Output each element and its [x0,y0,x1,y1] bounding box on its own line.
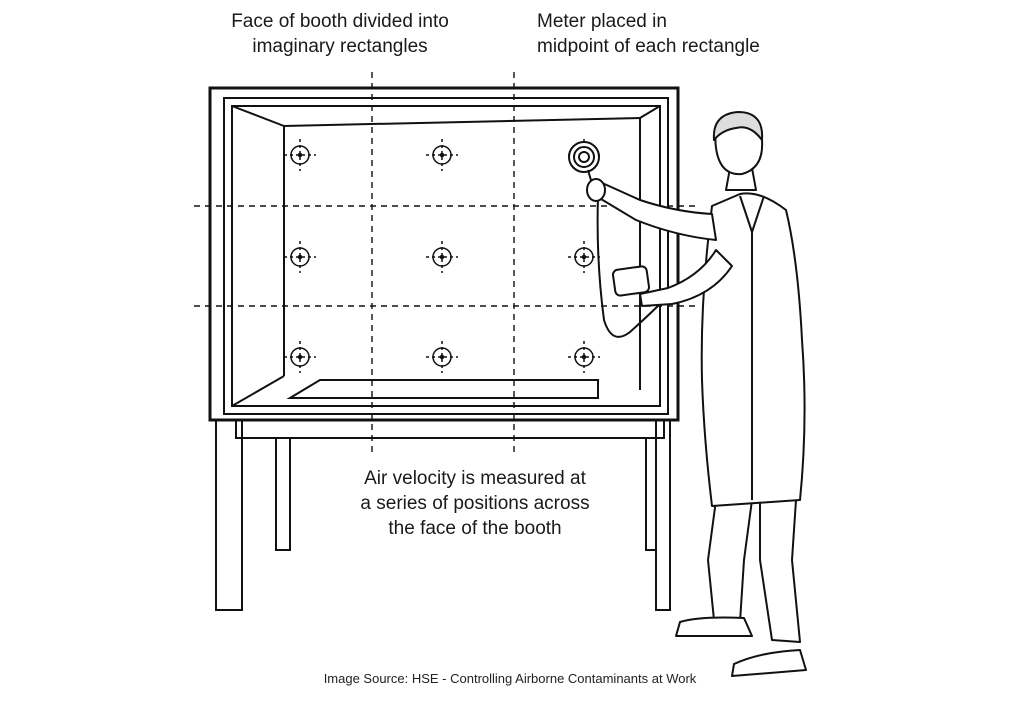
technician-figure [586,111,807,677]
image-source-caption: Image Source: HSE - Controlling Airborne… [323,671,697,686]
face-label-line-2: imaginary rectangles [252,36,428,57]
meter-label-line-2: midpoint of each rectangle [537,36,760,57]
air-velocity-label: Air velocity is measured at a series of … [330,466,620,541]
air-label-line-3: the face of the booth [388,518,562,539]
target-icon [284,139,316,171]
meter-probe-icon [568,141,665,338]
meter-placement-label: Meter placed in midpoint of each rectang… [537,9,760,59]
face-of-booth-label: Face of booth divided into imaginary rec… [212,9,468,59]
target-icon [568,241,600,273]
booth-stand [215,419,671,611]
target-icon [426,241,458,273]
booth-frame [208,86,680,422]
target-icon [284,241,316,273]
meter-label-line-1: Meter placed in [537,11,667,32]
target-icon [284,341,316,373]
target-icon [426,341,458,373]
measurement-points [284,139,600,373]
air-label-line-2: a series of positions across [360,493,590,514]
face-label-line-1: Face of booth divided into [231,11,449,32]
target-icon [426,139,458,171]
air-label-line-1: Air velocity is measured at [364,468,586,489]
target-icon [568,341,600,373]
